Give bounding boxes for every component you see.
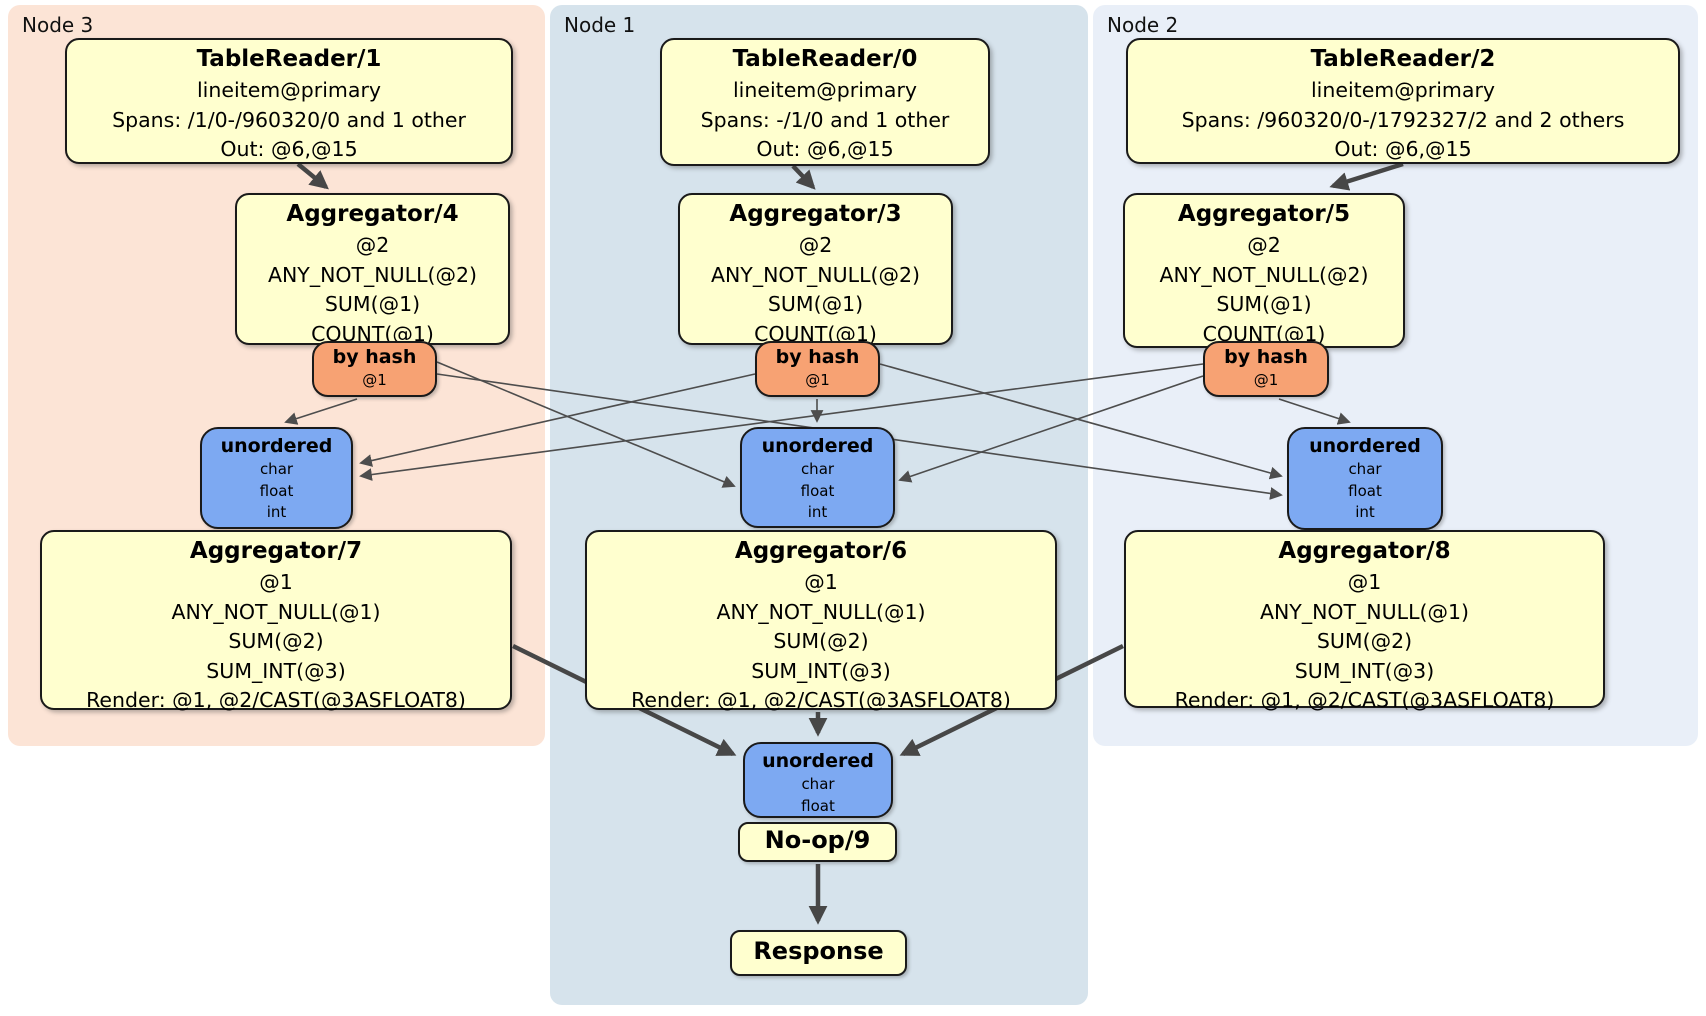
processor-tablereader-1: TableReader/1 lineitem@primary Spans: /1… <box>65 38 513 164</box>
agg-line: ANY_NOT_NULL(@1) <box>171 599 381 624</box>
router-by-hash-node1: by hash @1 <box>755 341 880 397</box>
processor-spans-line: Spans: /960320/0-/1792327/2 and 2 others <box>1181 107 1625 132</box>
sync-type: int <box>807 503 828 521</box>
render-line: Render: @1, @2/CAST(@3ASFLOAT8) <box>1174 688 1555 712</box>
processor-title: TableReader/0 <box>732 46 918 72</box>
router-label: by hash <box>1224 346 1308 368</box>
processor-out-line: Out: @6,@15 <box>756 137 894 161</box>
processor-tablereader-0: TableReader/0 lineitem@primary Spans: -/… <box>660 38 990 166</box>
router-by-hash-node2: by hash @1 <box>1203 341 1329 397</box>
group-line: @1 <box>1347 570 1382 594</box>
processor-index-line: lineitem@primary <box>1310 78 1496 102</box>
router-label: by hash <box>775 346 860 368</box>
sync-type: char <box>801 775 835 793</box>
processor-title: Aggregator/5 <box>1177 201 1351 227</box>
agg-line: SUM(@1) <box>767 292 864 316</box>
processor-title: Aggregator/7 <box>189 538 363 564</box>
response-node: Response <box>730 930 907 976</box>
sync-type: int <box>266 503 287 521</box>
processor-tablereader-2: TableReader/2 lineitem@primary Spans: /9… <box>1126 38 1680 164</box>
agg-line: SUM(@1) <box>1216 292 1312 316</box>
agg-line: ANY_NOT_NULL(@1) <box>1259 599 1470 624</box>
group-line: @1 <box>804 570 838 594</box>
region-node2-label: Node 2 <box>1107 13 1179 37</box>
sync-label: unordered <box>761 435 874 457</box>
processor-title: Aggregator/6 <box>734 538 908 564</box>
processor-title: TableReader/1 <box>196 46 382 72</box>
router-label: by hash <box>332 346 417 368</box>
processor-out-line: Out: @6,@15 <box>220 137 358 161</box>
sync-type: float <box>800 481 835 500</box>
router-detail: @1 <box>1253 371 1279 389</box>
response-title: Response <box>753 937 884 965</box>
router-detail: @1 <box>362 371 387 389</box>
sync-type: float <box>1348 481 1382 500</box>
processor-title: Aggregator/3 <box>729 201 902 227</box>
agg-line: SUM(@2) <box>228 629 324 653</box>
sync-type: int <box>1355 503 1375 521</box>
agg-line: ANY_NOT_NULL(@2) <box>710 262 921 287</box>
sync-unordered-node2: unordered char float int <box>1287 427 1443 530</box>
agg-line: ANY_NOT_NULL(@1) <box>716 599 926 624</box>
sync-type: char <box>800 460 835 478</box>
sync-label: unordered <box>220 435 333 457</box>
group-line: @1 <box>259 570 293 594</box>
processor-title: No-op/9 <box>764 826 871 854</box>
agg-line: SUM(@2) <box>773 629 869 653</box>
sync-type: float <box>801 796 835 815</box>
group-line: @2 <box>355 233 390 257</box>
sync-type: char <box>259 460 294 478</box>
processor-out-line: Out: @6,@15 <box>1334 137 1472 161</box>
group-line: @2 <box>1247 233 1281 257</box>
processor-spans-line: Spans: -/1/0 and 1 other <box>700 107 950 132</box>
processor-spans-line: Spans: /1/0-/960320/0 and 1 other <box>112 107 466 132</box>
sync-label: unordered <box>1309 435 1421 457</box>
region-node3-label: Node 3 <box>22 13 94 37</box>
region-node1-label: Node 1 <box>564 13 636 37</box>
agg-line: SUM_INT(@3) <box>206 658 346 683</box>
processor-aggregator-6: Aggregator/6 @1 ANY_NOT_NULL(@1) SUM(@2)… <box>585 530 1057 712</box>
processor-noop-9: No-op/9 <box>738 822 897 862</box>
processor-aggregator-5: Aggregator/5 @2 ANY_NOT_NULL(@2) SUM(@1)… <box>1123 193 1405 348</box>
sync-unordered-node3: unordered char float int <box>200 427 353 529</box>
sync-label: unordered <box>762 750 874 772</box>
processor-title: Aggregator/8 <box>1278 538 1451 564</box>
router-by-hash-node3: by hash @1 <box>312 341 437 397</box>
agg-line: ANY_NOT_NULL(@2) <box>267 262 478 287</box>
processor-index-line: lineitem@primary <box>732 78 918 102</box>
agg-line: SUM_INT(@3) <box>751 658 891 683</box>
agg-line: SUM_INT(@3) <box>1294 658 1435 683</box>
processor-title: TableReader/2 <box>1310 46 1496 72</box>
sync-type: float <box>259 481 294 500</box>
processor-aggregator-7: Aggregator/7 @1 ANY_NOT_NULL(@1) SUM(@2)… <box>40 530 512 712</box>
router-detail: @1 <box>805 371 830 389</box>
agg-line: SUM(@1) <box>324 292 421 316</box>
agg-line: ANY_NOT_NULL(@2) <box>1159 262 1369 287</box>
sync-unordered-node1: unordered char float int <box>740 427 895 528</box>
group-line: @2 <box>798 233 833 257</box>
processor-title: Aggregator/4 <box>286 201 459 227</box>
render-line: Render: @1, @2/CAST(@3ASFLOAT8) <box>631 688 1011 712</box>
sync-unordered-final: unordered char float <box>743 742 893 818</box>
processor-aggregator-8: Aggregator/8 @1 ANY_NOT_NULL(@1) SUM(@2)… <box>1124 530 1605 712</box>
render-line: Render: @1, @2/CAST(@3ASFLOAT8) <box>86 688 466 712</box>
processor-index-line: lineitem@primary <box>196 78 382 102</box>
processor-aggregator-3: Aggregator/3 @2 ANY_NOT_NULL(@2) SUM(@1)… <box>678 193 953 346</box>
processor-aggregator-4: Aggregator/4 @2 ANY_NOT_NULL(@2) SUM(@1)… <box>235 193 510 346</box>
sync-type: char <box>1348 460 1382 478</box>
agg-line: SUM(@2) <box>1316 629 1413 653</box>
